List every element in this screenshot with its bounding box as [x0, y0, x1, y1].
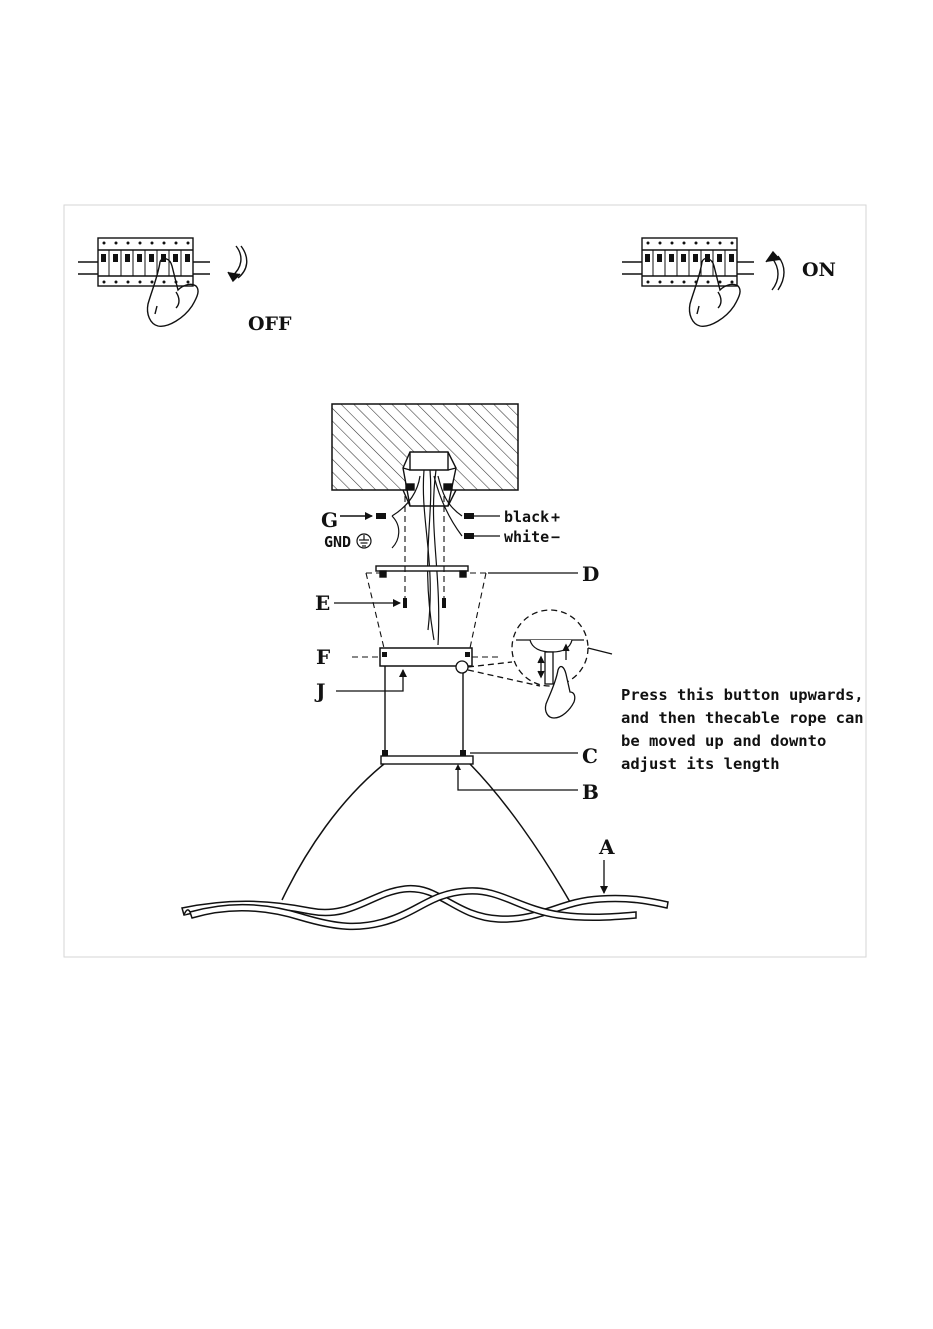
ground-symbol-icon: [357, 534, 371, 548]
note-line-2: and then thecable rope can: [621, 709, 864, 727]
label-j: J: [314, 679, 325, 703]
label-c: C: [582, 744, 598, 768]
note-line-1: Press this button upwards,: [621, 686, 864, 704]
note-line-3: be moved up and downto: [621, 732, 826, 750]
white-label: white: [504, 528, 549, 546]
canopy-screw-left: [382, 652, 387, 657]
hand-icon: [689, 259, 740, 327]
hand-icon: [147, 259, 198, 327]
breaker-panel-off: [78, 238, 247, 326]
wave-support-wires: [282, 764, 570, 902]
rope-adjuster-detail: [468, 610, 612, 718]
hanger-bar: [381, 756, 473, 764]
black-sign: +: [551, 508, 560, 526]
turn-down-arrow-icon: [228, 246, 247, 281]
screws: [403, 598, 446, 608]
label-d: D: [582, 562, 599, 586]
black-label: black: [504, 508, 549, 526]
adjustment-note: Press this button upwards, and then thec…: [621, 686, 864, 773]
white-sign: −: [551, 528, 560, 546]
off-label: OFF: [248, 313, 292, 335]
label-b: B: [582, 780, 599, 804]
gnd-label: GND: [324, 533, 351, 551]
label-g: G: [321, 508, 338, 532]
label-f: F: [316, 645, 330, 669]
b-leader: [458, 770, 578, 790]
turn-up-arrow-icon: [766, 252, 784, 290]
b-arrowhead: [455, 764, 461, 770]
cable-grips: [382, 750, 466, 756]
on-label: ON: [802, 259, 836, 281]
note-line-4: adjust its length: [621, 755, 780, 773]
figure-frame: [64, 205, 866, 957]
breaker-panel-on: [622, 238, 784, 326]
breaker-panel-icon: [622, 238, 754, 286]
breaker-panel-icon: [78, 238, 210, 286]
mounting-bracket: [376, 566, 468, 577]
rope-lock-button: [456, 661, 468, 673]
canopy-screw-right: [465, 652, 470, 657]
label-a: A: [598, 835, 615, 859]
wave-led-fixture: [182, 886, 668, 930]
label-e: E: [315, 591, 330, 615]
j-arrow: [336, 670, 403, 691]
